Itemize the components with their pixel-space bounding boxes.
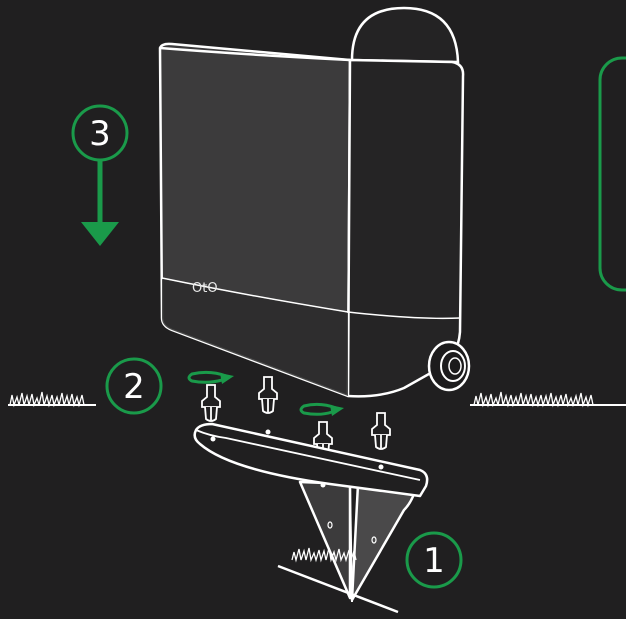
step-2-number: 2 [123, 367, 145, 407]
callout-box [598, 56, 626, 292]
rotate-arrow-icon [299, 402, 344, 416]
outlet-fitting [427, 340, 471, 392]
device-dome [350, 6, 460, 64]
rotate-arrow-icon [187, 370, 234, 384]
brand-logo: OtO [192, 281, 218, 296]
step-1-badge: 1 [405, 531, 463, 589]
grass-left-icon [8, 391, 96, 408]
step-2-badge: 2 [105, 357, 163, 415]
step-3-number: 3 [89, 114, 111, 154]
mounting-bracket [193, 422, 429, 603]
device-unit: OtO [158, 6, 471, 398]
grass-right-icon [470, 391, 626, 408]
down-arrow-icon [81, 160, 119, 246]
step-1-number: 1 [423, 541, 445, 581]
step-3-badge: 3 [71, 104, 129, 162]
grass-tuft-icon [277, 547, 399, 614]
